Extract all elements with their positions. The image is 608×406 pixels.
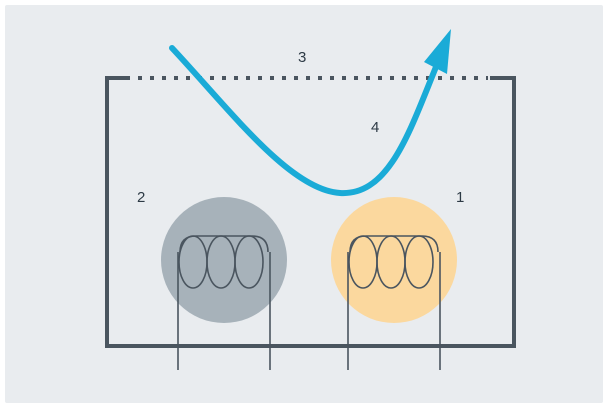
label-1: 1 — [456, 189, 464, 206]
coil-icon — [347, 235, 441, 370]
label-2: 2 — [137, 189, 145, 206]
arrow-head — [424, 29, 451, 74]
label-4: 4 — [371, 119, 379, 136]
enclosure-frame — [105, 76, 516, 348]
cold-disc — [161, 197, 287, 323]
label-3: 3 — [298, 49, 306, 66]
curved-arrow-icon — [169, 45, 441, 197]
coil-icon — [177, 235, 271, 370]
background-panel — [5, 5, 603, 403]
hot-disc — [331, 197, 457, 323]
